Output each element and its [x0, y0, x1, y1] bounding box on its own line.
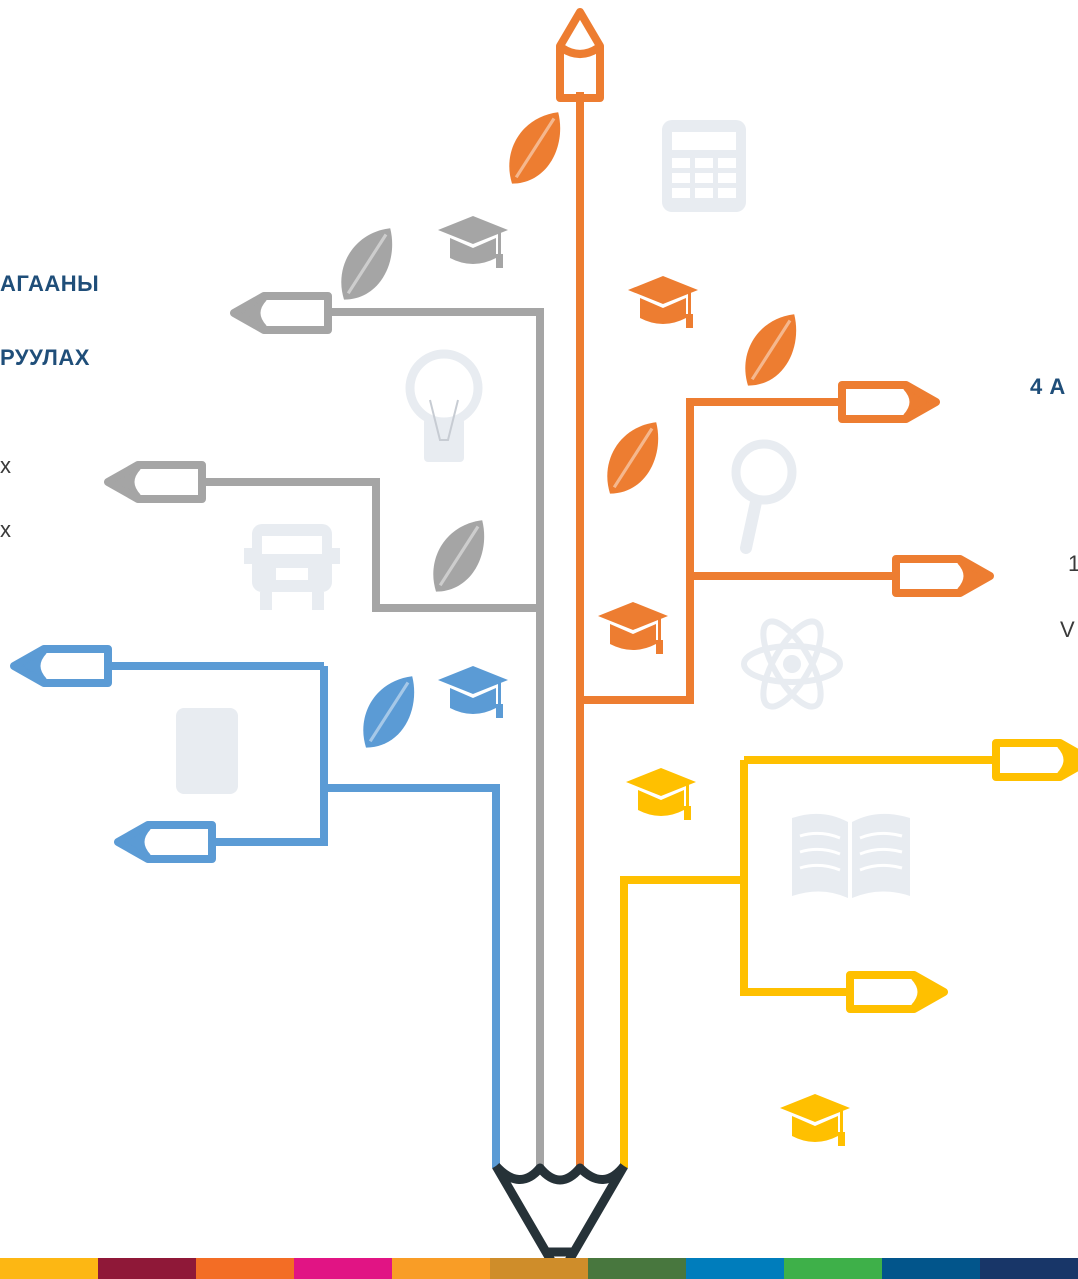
graduation-cap-icon	[628, 276, 698, 328]
graduation-cap-icon	[626, 768, 696, 820]
gray-pencil-tip-top-icon	[234, 296, 328, 330]
right-text-line-2: V	[1060, 617, 1075, 642]
yellow-pencil-tip-top-icon	[996, 743, 1078, 777]
pencil-tips	[14, 8, 1078, 1009]
graduation-cap-icon	[438, 216, 508, 268]
color-bar-segment	[490, 1258, 588, 1279]
color-bar-segment	[0, 1258, 98, 1279]
left-text-line-3: х	[0, 453, 11, 478]
left-text-line-4: х	[0, 517, 11, 542]
orange-pencil-tip-upper-icon	[842, 385, 936, 419]
color-bar-segment	[686, 1258, 784, 1279]
color-bar-segment	[294, 1258, 392, 1279]
left-heading-line-1: АГААНЫ	[0, 271, 100, 296]
blue-pencil-tip-top-icon	[14, 649, 108, 683]
color-bar-segment	[196, 1258, 294, 1279]
gray-pencil-tip-mid-icon	[108, 465, 202, 499]
leaf-icon	[431, 518, 486, 594]
left-heading-line-2: РУУЛАХ	[0, 345, 90, 370]
leaf-icon	[743, 312, 798, 388]
orange-branches	[576, 92, 896, 1168]
leaf-icon	[507, 110, 562, 186]
calculator-icon	[662, 120, 746, 212]
color-bar-segment	[980, 1258, 1078, 1279]
graduation-cap-icon	[780, 1094, 850, 1146]
right-heading: 4 А	[1030, 374, 1066, 399]
orange-top-pencil-icon	[556, 8, 604, 102]
gray-trunk	[330, 308, 544, 1168]
yellow-trunk	[620, 876, 744, 1168]
yellow-pencil-tip-bottom-icon	[850, 975, 944, 1009]
color-bar-segment	[882, 1258, 980, 1279]
magnifier-icon	[731, 439, 797, 554]
yellow-branches	[620, 756, 996, 1168]
color-bar-segment	[784, 1258, 882, 1279]
right-text-line-1: 1	[1068, 551, 1078, 576]
blue-branch-left	[212, 666, 328, 846]
leaf-icon	[339, 226, 394, 302]
orange-branch-upper-right	[580, 398, 840, 704]
book-icon	[792, 813, 910, 898]
graduation-cap-icon	[598, 602, 668, 654]
orange-pencil-tip-lower-icon	[896, 559, 990, 593]
graduation-cap-icon	[438, 666, 508, 718]
faint-icons	[176, 120, 910, 898]
gray-branch-left	[204, 478, 540, 612]
leaf-icon	[605, 420, 660, 496]
blue-branches	[110, 662, 500, 1168]
color-bottom-bar	[0, 1258, 1078, 1279]
gray-branches	[204, 308, 544, 1168]
atom-icon	[741, 618, 843, 710]
leaf-icon	[361, 674, 416, 750]
color-bar-segment	[588, 1258, 686, 1279]
tablet-icon	[176, 708, 238, 794]
color-bar-segment	[98, 1258, 196, 1279]
bus-icon	[244, 524, 340, 610]
color-bar-segment	[392, 1258, 490, 1279]
yellow-branch	[740, 756, 996, 996]
blue-trunk	[324, 784, 500, 1168]
blue-pencil-tip-bottom-icon	[118, 825, 212, 859]
lightbulb-icon	[405, 349, 483, 462]
